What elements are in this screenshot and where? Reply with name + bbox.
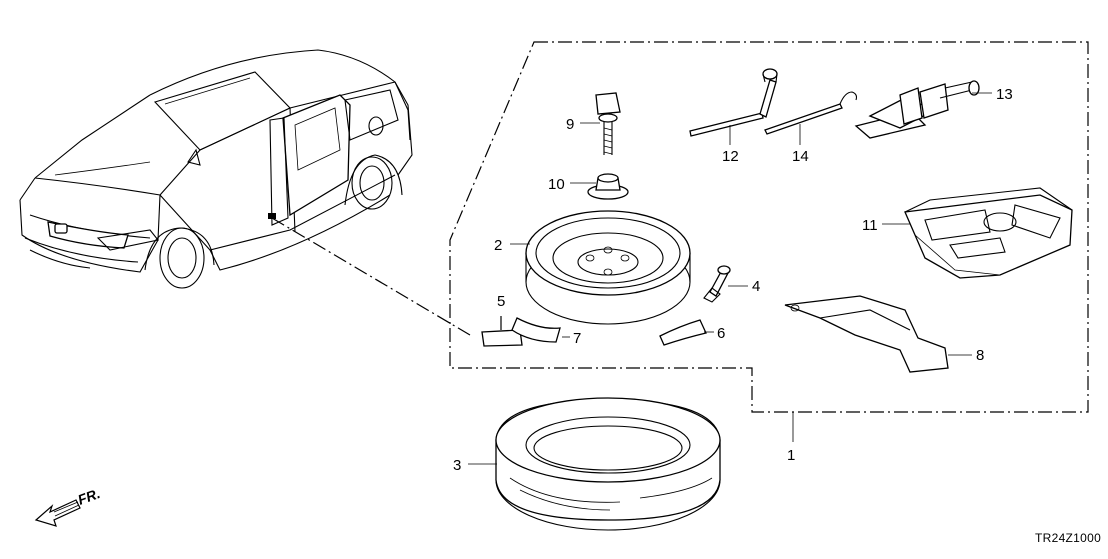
hold-down-bolt-part [595,92,621,155]
front-label: FR. [76,485,103,508]
front-direction-indicator: FR. [34,485,103,527]
valve-stem-part [703,265,731,303]
label-part-7 [511,317,561,343]
callout-4: 4 [752,278,760,295]
leader-lines [468,92,992,465]
callout-5: 5 [497,293,505,310]
callout-3: 3 [453,457,461,474]
location-marker [268,213,276,219]
callout-12: 12 [722,148,739,165]
jack-handle-part [764,91,858,135]
diagram-code: TR24Z1000 [1035,531,1101,545]
bracket-part [784,295,949,373]
spacer-part [587,173,629,200]
wheel-nut-wrench-part [689,68,778,137]
label-part-5 [481,329,523,347]
location-leader-line [271,217,471,336]
callout-11: 11 [862,217,878,234]
callout-1: 1 [787,447,795,464]
honda-emblem-icon [54,223,68,234]
tool-tray-part [904,187,1073,279]
callout-numbers: 1 2 3 4 5 6 7 8 9 10 11 12 13 14 [453,86,1013,474]
callout-10: 10 [548,176,565,193]
arrow-left-icon [34,499,81,527]
callout-6: 6 [717,325,725,342]
spare-wheel-part [525,210,691,325]
kit-group-boundary [449,41,1089,413]
callout-2: 2 [494,237,502,254]
callout-9: 9 [566,116,574,133]
callout-8: 8 [976,347,984,364]
tire-part [495,397,721,531]
vehicle-illustration [19,49,413,289]
label-part-6 [659,319,707,346]
callout-14: 14 [792,148,809,165]
callout-13: 13 [996,86,1013,103]
jack-part [854,80,980,139]
callout-7: 7 [573,330,581,347]
